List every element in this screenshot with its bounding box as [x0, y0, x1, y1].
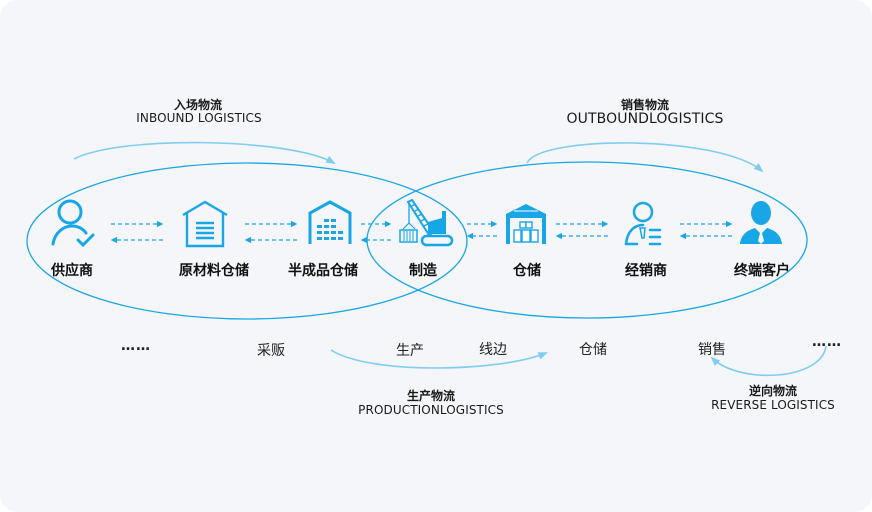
production-title-cn: 生产物流 — [406, 389, 456, 403]
stage-ellipsis-start: …… — [121, 338, 151, 354]
semi-finished-warehouse-icon — [308, 200, 352, 244]
stage-production: 生产 — [396, 343, 424, 359]
outbound-title-en: OUTBOUNDLOGISTICS — [566, 111, 724, 127]
reverse-title-cn: 逆向物流 — [748, 384, 798, 398]
connector-supplier-raw — [110, 220, 164, 244]
raw-material-warehouse-icon — [182, 200, 228, 248]
outbound-title-cn: 销售物流 — [620, 98, 670, 112]
reverse-arc — [710, 345, 827, 377]
stage-sales: 销售 — [698, 342, 726, 358]
inbound-arc — [73, 141, 336, 164]
node-label-semi-finished-storage: 半成品仓储 — [288, 263, 358, 279]
connector-storage-distributor — [555, 220, 609, 240]
production-arc — [330, 349, 548, 369]
node-label-supplier: 供应商 — [51, 263, 93, 279]
distributor-icon — [624, 201, 662, 246]
inbound-ellipse — [26, 162, 468, 320]
connector-manufacturing-storage — [466, 220, 498, 240]
stage-line-side: 线边 — [479, 342, 507, 358]
crane-manufacturing-icon — [399, 198, 454, 247]
inbound-title-cn: 入场物流 — [173, 98, 223, 112]
node-label-manufacturing: 制造 — [409, 263, 437, 279]
supplier-user-check-icon — [51, 199, 95, 248]
connector-distributor-customer — [679, 220, 733, 240]
node-label-end-customer: 终端客户 — [734, 263, 790, 279]
outbound-arc — [526, 142, 764, 173]
node-label-distributor: 经销商 — [625, 263, 667, 279]
production-title-en: PRODUCTIONLOGISTICS — [358, 403, 504, 417]
node-label-raw-material-storage: 原材料仓储 — [179, 263, 249, 279]
stage-procurement: 采贩 — [257, 343, 285, 359]
connector-raw-semi — [244, 220, 298, 244]
reverse-title-en: REVERSE LOGISTICS — [711, 398, 835, 412]
stage-ellipsis-end: …… — [812, 334, 842, 350]
inbound-title-en: INBOUND LOGISTICS — [136, 111, 262, 125]
connector-semi-manufacturing — [360, 220, 392, 244]
end-customer-icon — [740, 201, 782, 244]
storage-warehouse-icon — [506, 204, 546, 244]
node-label-storage: 仓储 — [513, 263, 541, 279]
stage-storage: 仓储 — [579, 342, 607, 358]
